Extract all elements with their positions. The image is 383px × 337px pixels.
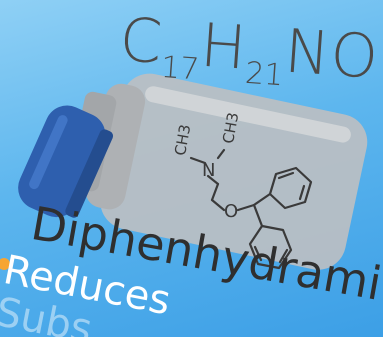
oxygen-label: O — [224, 201, 238, 222]
bullet-dot — [0, 258, 10, 270]
bottle-cap — [18, 105, 106, 218]
methyl-left-label: CH3 — [171, 123, 194, 157]
formula-carbon: C — [117, 5, 166, 78]
bottle-cap-shine — [29, 115, 68, 190]
bottle-highlight — [145, 86, 351, 143]
formula-nitrogen: N — [282, 16, 334, 90]
formula-hydrogen-count: 21 — [243, 55, 285, 94]
molecule-structure — [189, 148, 313, 270]
bottle-cap-rim — [65, 129, 114, 218]
formula-oxygen: O — [328, 19, 382, 93]
bottle-shoulder — [85, 83, 146, 210]
molecule-labels: CH3 CH3 N O — [171, 111, 242, 222]
formula-carbon-count: 17 — [159, 49, 201, 88]
formula-hydrogen: H — [198, 10, 250, 84]
nitrogen-label: N — [202, 160, 215, 181]
methyl-right-label: CH3 — [219, 111, 242, 145]
